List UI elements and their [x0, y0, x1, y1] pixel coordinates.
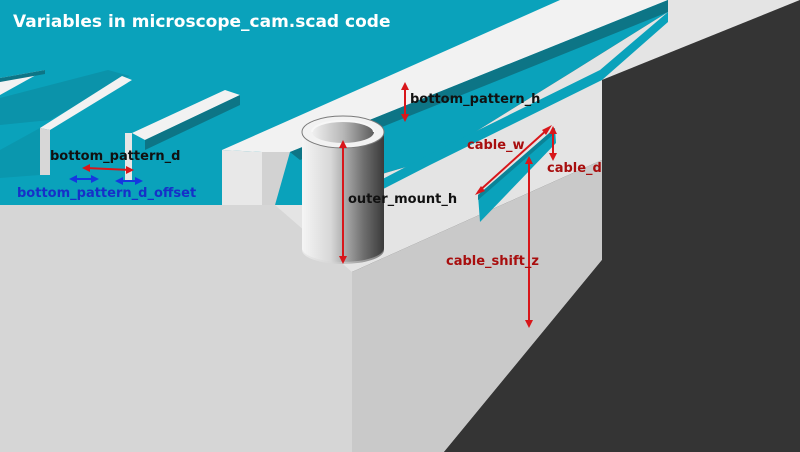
label-cable-shift-z: cable_shift_z: [446, 254, 539, 269]
label-bottom-pattern-d: bottom_pattern_d: [50, 149, 180, 164]
label-bottom-pattern-h: bottom_pattern_h: [410, 92, 540, 107]
page-title: Variables in microscope_cam.scad code: [13, 12, 390, 32]
base-front-face: [0, 205, 352, 452]
label-bottom-pattern-d-offset: bottom_pattern_d_offset: [17, 186, 196, 201]
arrow-heads: [82, 82, 557, 328]
shadow-region: [444, 0, 800, 452]
dimension-arrows: [85, 86, 554, 324]
cable-slot: [478, 128, 556, 222]
label-cable-w: cable_w: [467, 138, 525, 153]
cable-w-arrow: [477, 127, 550, 193]
bottom-pattern-d-arrow: [85, 167, 131, 171]
label-outer-mount-h: outer_mount_h: [348, 192, 457, 207]
label-cable-d: cable_d: [547, 161, 602, 176]
